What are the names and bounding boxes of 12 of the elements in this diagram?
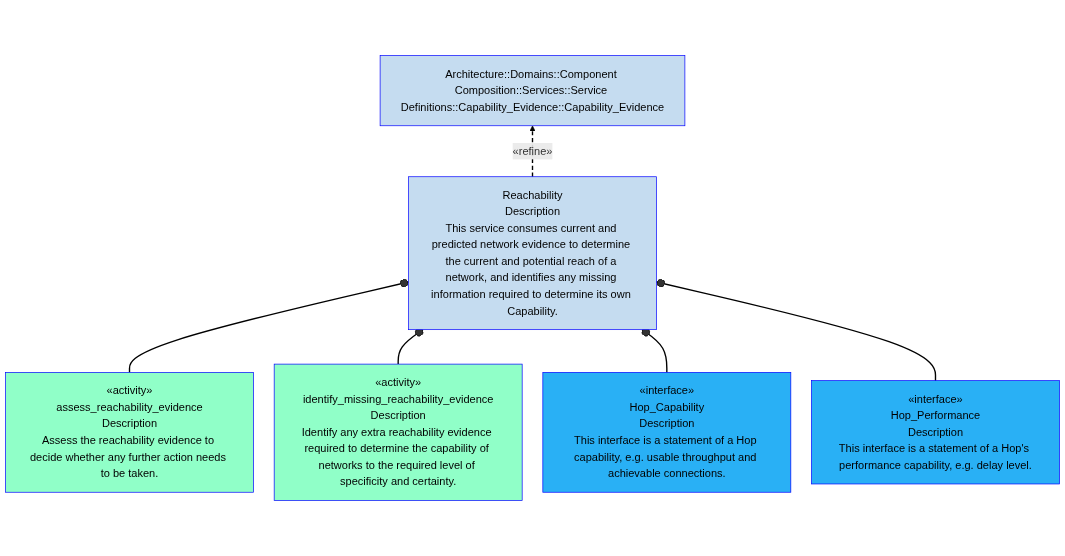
connector bbox=[641, 328, 668, 374]
connector bbox=[655, 278, 937, 382]
node-box: «activity» identify_missing_reachability_evidence Description Identify any extra reachability evidence required to determine the capability of networks to the required level of specificity and certainty. bbox=[273, 363, 523, 501]
arrow bbox=[529, 125, 536, 178]
node-box: Reachability Description This service consumes current and predicted network evidence to determine the current and potential reach of a network, and identifies any missing information required to determine its own Capability. bbox=[408, 176, 657, 330]
node-box: «interface» Hop_Capability Description This interface is a statement of a Hop capability, e.g. usable throughput and achievable connections. bbox=[542, 372, 792, 493]
connector bbox=[128, 278, 410, 374]
node-box: «interface» Hop_Performance Description This interface is a statement of a Hop's performance capability, e.g. delay level. bbox=[811, 380, 1060, 485]
connector bbox=[397, 328, 424, 365]
edge-label: «refine» bbox=[512, 145, 553, 157]
node-box: «activity» assess_reachability_evidence Description Assess the reachability evidence to decide whether any further action needs to be taken. bbox=[5, 372, 254, 493]
node-box: Architecture::Domains::Component Composition::Services::Service Definitions::Capability_Evidence::Capability_Evidence bbox=[379, 55, 686, 127]
